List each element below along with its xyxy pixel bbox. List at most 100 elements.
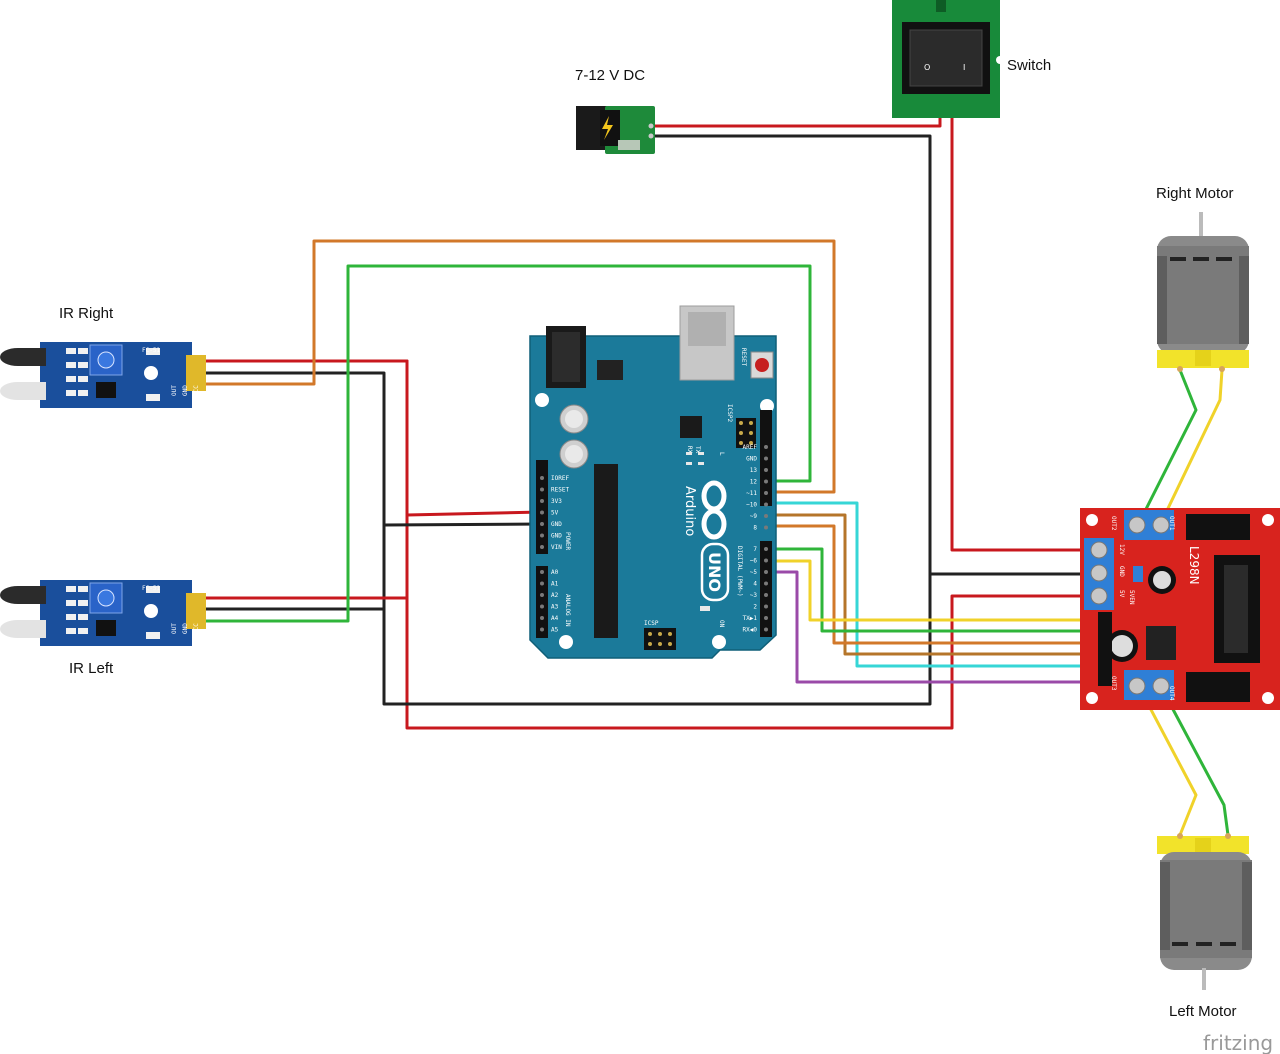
pin-label: IOREF	[551, 475, 569, 482]
header-pin	[540, 510, 544, 515]
arduino-uno-board: RESET ICSP2 TX RX L Arduino UNO ON	[529, 305, 777, 659]
right-motor-label: Right Motor	[1156, 185, 1234, 202]
header-pin	[764, 547, 768, 551]
header-pin	[764, 456, 768, 461]
header-pin	[540, 570, 544, 574]
wire-pin9-in1	[764, 513, 1099, 656]
reset-button[interactable]	[750, 351, 774, 379]
header-pin	[764, 445, 768, 449]
wire-ir-right-out	[203, 239, 836, 494]
left-motor-label: Left Motor	[1169, 1003, 1237, 1020]
pin-label: 12	[750, 479, 758, 486]
left-motor	[1157, 833, 1252, 990]
header-pin	[764, 581, 768, 586]
control-header	[1098, 612, 1112, 686]
out2-label: OUT2	[1110, 516, 1117, 531]
l298n-motor-driver: OUT1 OUT2 OUT3 OUT4 12V GND 5V 5VEN L298…	[1080, 508, 1280, 710]
header-pin	[764, 593, 768, 597]
pin-label: RESET	[551, 487, 569, 494]
analog-header-label: ANALOG IN	[564, 594, 571, 627]
wire-pin8-in2	[764, 524, 1099, 645]
5ven-label: 5VEN	[1128, 590, 1135, 605]
wire-switch-to-12v	[950, 110, 1099, 552]
ir-sensor-right: FC-51	[0, 342, 206, 408]
header-pin	[764, 502, 768, 507]
header-pin	[540, 616, 544, 620]
pin-label: A3	[551, 604, 559, 611]
uno-badge: UNO	[700, 542, 730, 602]
pin-label: VIN	[551, 544, 562, 551]
header-pin	[540, 533, 544, 538]
switch-label: Switch	[1007, 57, 1051, 74]
header-pin	[764, 479, 768, 484]
ir-sensor-left: FC-51	[0, 580, 206, 646]
header-pin	[540, 476, 544, 480]
header-pin	[540, 499, 544, 503]
ir-left-module-label: FC-51	[142, 585, 160, 592]
pin-label: AREF	[743, 444, 758, 451]
12v-label: 12V	[1118, 544, 1125, 555]
switch-off-mark: O	[924, 63, 930, 72]
on-led-label: ON	[718, 620, 725, 628]
arduino-infinity-logo	[701, 480, 727, 540]
power-header	[536, 460, 548, 554]
rocker-switch[interactable]: O I	[892, 0, 1004, 118]
5v-label: 5V	[1118, 590, 1125, 598]
pin-label: ~3	[750, 592, 758, 599]
pin-label: 3V3	[551, 498, 562, 505]
digital-header-label: DIGITAL (PWM~)	[736, 546, 743, 597]
reset-label: RESET	[740, 348, 747, 366]
pin-label: A2	[551, 592, 559, 599]
pin-label: ~10	[746, 502, 757, 509]
ir-pin-label: OUT	[171, 623, 178, 634]
ir-left-label: IR Left	[69, 660, 114, 677]
l-led-label: L	[718, 452, 725, 456]
wire-jack-ground	[653, 134, 932, 576]
fritzing-watermark: fritzing	[1203, 1031, 1273, 1054]
pin-label: GND	[746, 456, 757, 463]
ir-pin-label: GND	[182, 385, 189, 396]
icsp2-header	[736, 418, 756, 448]
tx-label: TX	[694, 446, 701, 454]
header-pin	[540, 545, 544, 549]
wire-left-motor-a	[1136, 683, 1198, 837]
pin-label: A0	[551, 569, 559, 576]
header-pin	[764, 468, 768, 472]
dc-power-jack	[576, 106, 655, 154]
pin-label: A5	[551, 627, 559, 634]
wires	[203, 110, 1230, 837]
pin-label: GND	[551, 533, 562, 540]
digital-header-bottom	[760, 541, 772, 637]
power-jack-label: 7-12 V DC	[575, 67, 645, 84]
wire-pin10-ena	[764, 501, 1099, 668]
ir-pin-label: GND	[182, 623, 189, 634]
power-header-label: POWER	[564, 532, 571, 550]
header-pin	[764, 570, 768, 574]
l298n-label: L298N	[1187, 546, 1201, 585]
pin-label: ~5	[750, 569, 758, 576]
header-pin	[540, 487, 544, 492]
header-pin	[764, 525, 768, 530]
pin-label: ~6	[750, 558, 758, 565]
out4-label: OUT4	[1168, 686, 1175, 701]
wire-pin5-enb	[764, 570, 1099, 684]
header-pin	[540, 522, 544, 526]
header-pin	[540, 593, 544, 597]
header-pin	[540, 627, 544, 632]
right-motor	[1157, 212, 1249, 372]
pin-label: A1	[551, 581, 559, 588]
wire-pin6-in4	[764, 559, 1099, 622]
wire-ground-bus	[382, 372, 932, 706]
header-pin	[764, 604, 768, 609]
wire-right-motor-b	[1158, 368, 1224, 527]
pin-label: 7	[753, 546, 757, 553]
wire-right-motor-a	[1136, 368, 1198, 527]
rx-label: RX	[686, 446, 693, 454]
out3-label: OUT3	[1110, 676, 1117, 691]
gnd-label: GND	[1118, 566, 1125, 577]
